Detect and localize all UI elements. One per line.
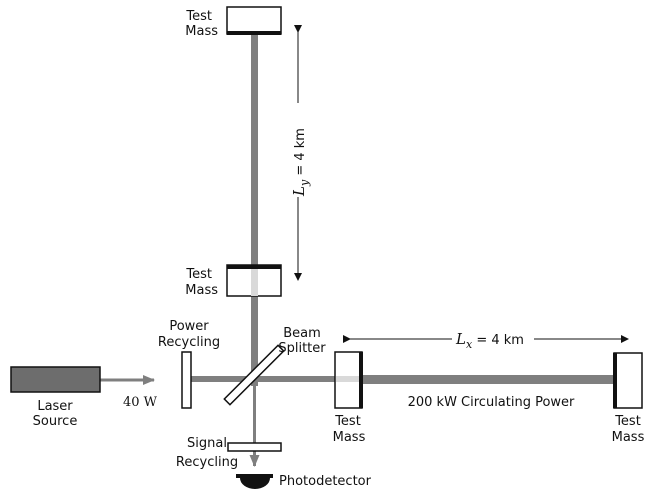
laser-power-label: 40 W [123,395,158,410]
ly-label: Ly = 4 km [290,128,311,197]
test-mass-far-x-label-1: Test [614,414,641,429]
power-recycling-label-2: Recycling [158,335,220,350]
test-mass-mid [226,264,282,297]
photodetector [236,474,273,489]
power-recycling-label-1: Power [169,319,209,334]
test-mass-top-label-2: Mass [185,24,218,39]
power-recycling-mirror [181,351,192,409]
x-arm-beam [362,375,614,384]
test-mass-near-x-label-2: Mass [333,430,366,445]
test-mass-far-x-label-2: Mass [612,430,645,445]
circulating-power-label: 200 kW Circulating Power [408,395,575,410]
test-mass-mid-label-1: Test [185,267,212,282]
signal-recycling-label-2: Recycling [176,455,238,470]
photodetector-label: Photodetector [279,474,372,489]
test-mass-top-label-1: Test [185,9,212,24]
test-mass-mid-label-2: Mass [185,283,218,298]
test-mass-near-x-label-1: Test [334,414,361,429]
test-mass-far-x [613,352,643,409]
signal-recycling-label-1: Signal [187,436,227,451]
laser-source [10,366,101,393]
y-arm-beam [251,34,258,386]
beam-splitter-label-2: Splitter [278,341,326,356]
x-beam-input [191,376,336,382]
laser-source-label-1: Laser [37,399,73,414]
laser-source-label-2: Source [33,414,78,429]
beam-splitter-label-1: Beam [283,326,321,341]
beam-splitter [223,344,285,406]
signal-recycling-mirror [227,442,282,452]
test-mass-top [226,6,282,35]
test-mass-near-x [334,351,363,409]
lx-label: Lx = 4 km [455,330,524,351]
